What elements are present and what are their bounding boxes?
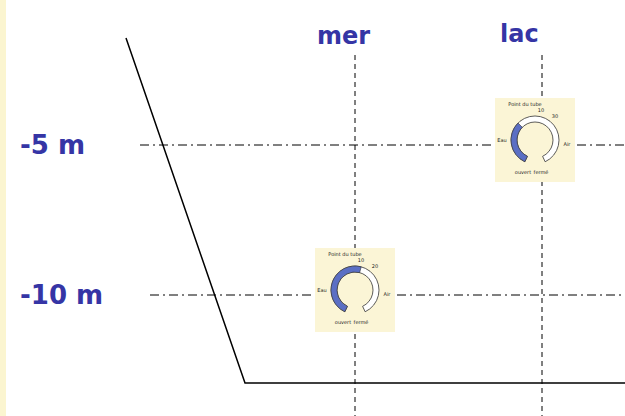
gauge-label: Point du tube	[507, 102, 542, 107]
gauge-label: 30	[551, 114, 559, 119]
axis-label: -10 m	[20, 282, 103, 308]
gauge-label: fermé	[533, 170, 550, 175]
axis-label: -5 m	[20, 132, 85, 158]
gauge-tube	[331, 266, 379, 312]
shore-outline	[126, 38, 625, 383]
gauge-label: fermé	[353, 320, 370, 325]
gauge-label: 10	[537, 108, 545, 113]
position-line	[355, 55, 356, 416]
gauge-label: 20	[371, 264, 379, 269]
gauge-group	[315, 98, 575, 332]
pressure-gauge	[495, 98, 575, 182]
gauge-label: Air	[383, 292, 392, 297]
side-strip	[0, 0, 6, 416]
gauge-water	[331, 266, 361, 312]
gauge-background	[315, 248, 395, 332]
axis-label: mer	[317, 24, 370, 48]
gauge-label: ouvert	[334, 320, 352, 325]
gauge-water	[511, 123, 527, 162]
gauge-label: ouvert	[514, 170, 532, 175]
gauge-label: Eau	[316, 288, 327, 293]
gauge-tube	[511, 116, 559, 162]
gauge-label: Air	[563, 142, 572, 147]
gauge-label: 10	[357, 258, 365, 263]
gauge-label: Point du tube	[327, 252, 362, 257]
pressure-gauge	[315, 248, 395, 332]
gauge-label: Eau	[496, 138, 507, 143]
gauge-background	[495, 98, 575, 182]
axis-label: lac	[500, 22, 539, 46]
